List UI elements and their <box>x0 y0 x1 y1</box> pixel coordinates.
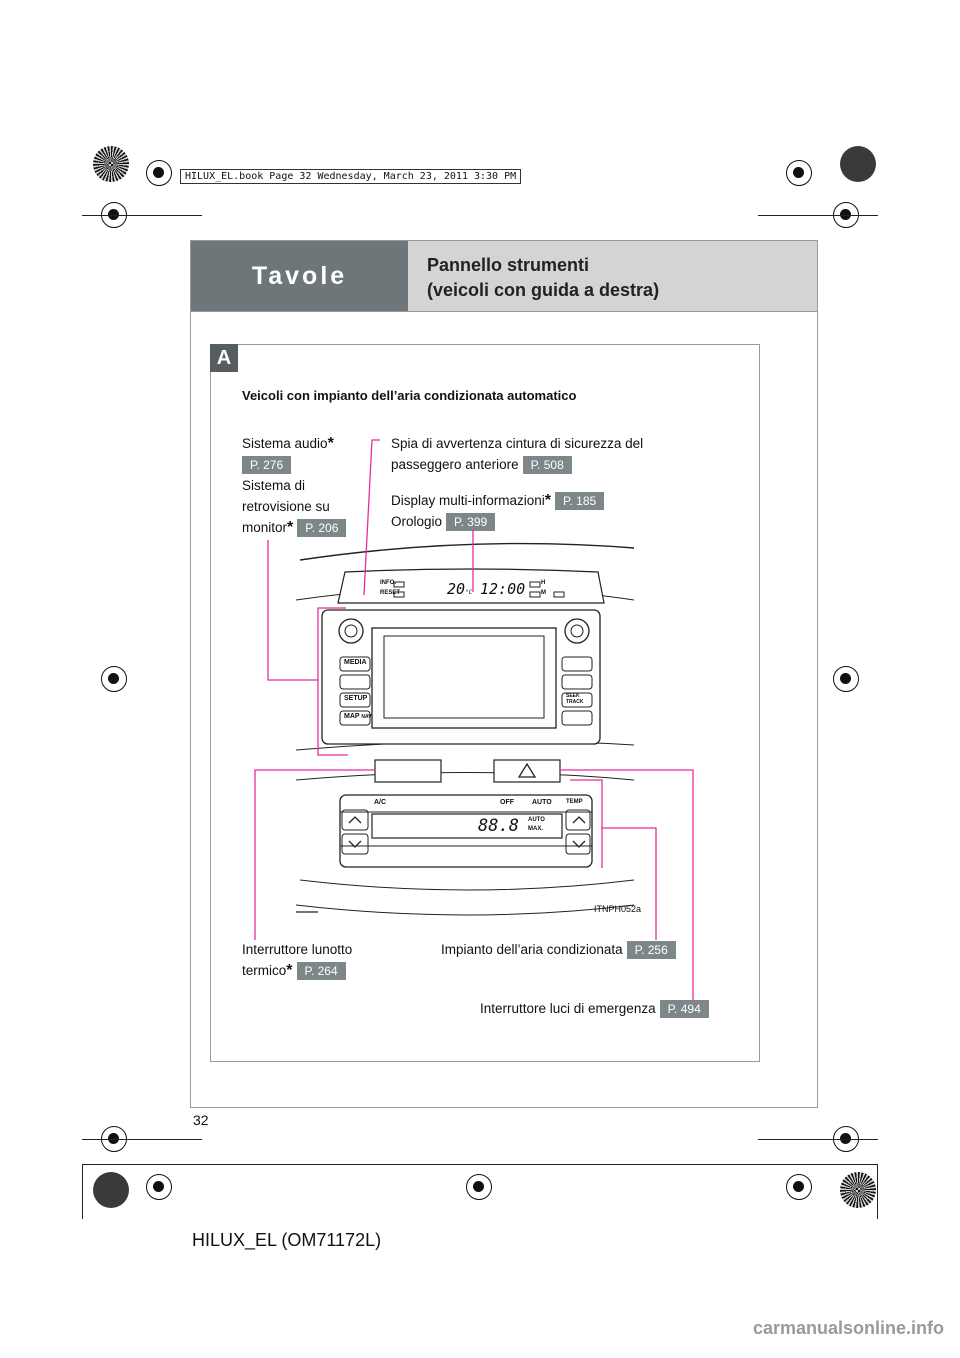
ac-button-label: A/C <box>374 799 387 806</box>
page-ref-badge[interactable]: P. 399 <box>446 513 496 532</box>
page-ref-badge[interactable]: P. 185 <box>555 492 605 511</box>
page-title-line1: Pannello strumenti <box>427 255 590 275</box>
display-temp-unit: °C <box>465 589 473 596</box>
map-label: MAP <box>344 713 360 720</box>
callout-defogger-line2: termico*P. 264 <box>242 961 346 981</box>
fan-off-button-label: OFF <box>500 799 514 806</box>
callout-multi-info-text: Display multi-informazioni <box>391 493 545 508</box>
callout-monitor-line2: retrovisione su <box>242 499 330 514</box>
print-registration-mark <box>840 146 876 182</box>
print-registration-mark <box>840 1172 876 1208</box>
content-frame <box>190 312 818 1108</box>
crop-line <box>758 215 878 216</box>
page-ref-badge[interactable]: P. 256 <box>626 941 676 960</box>
page-header: Tavole Pannello strumenti (veicoli con g… <box>190 240 818 312</box>
crosshair-mark <box>466 1174 492 1200</box>
page-title-line2: (veicoli con guida a destra) <box>427 280 660 300</box>
asterisk: * <box>544 492 552 509</box>
page-ref-badge[interactable]: P. 508 <box>522 456 572 475</box>
section-box <box>210 344 760 1062</box>
page-title: Pannello strumenti (veicoli con guida a … <box>427 253 659 303</box>
callout-defogger-text: termico <box>242 963 287 978</box>
crop-line <box>82 1164 83 1219</box>
page-number: 32 <box>193 1112 209 1128</box>
reset-button-label: RESET <box>380 590 401 596</box>
seek-track-button-label: SEEK TRACK <box>566 693 584 705</box>
crosshair-mark <box>146 1174 172 1200</box>
asterisk: * <box>286 962 293 979</box>
asterisk: * <box>287 519 294 536</box>
crosshair-mark <box>146 160 172 186</box>
crop-line <box>758 1139 878 1140</box>
callout-multi-info: Display multi-informazioni*P. 185 <box>391 491 605 511</box>
display-clock: 12:00 <box>480 580 526 598</box>
section-badge: A <box>210 344 238 372</box>
print-registration-mark <box>93 1172 129 1208</box>
ac-display-value: 88.8 <box>478 816 519 836</box>
page-ref-badge[interactable]: P. 276 <box>242 456 292 475</box>
info-button-label: INFO. <box>380 580 396 586</box>
watermark: carmanualsonline.info <box>752 1318 944 1338</box>
print-registration-mark <box>93 146 129 182</box>
book-info-stamp: HILUX_EL.book Page 32 Wednesday, March 2… <box>180 169 522 184</box>
map-nav-button-label: MAP NAV <box>344 713 372 720</box>
callout-aircon-text: Impianto dell’aria condizionata <box>441 942 623 957</box>
display-temp-value: 20 <box>447 580 466 598</box>
temp-button-label: TEMP <box>566 799 583 805</box>
asterisk: * <box>327 435 334 452</box>
crosshair-mark <box>101 666 127 692</box>
ref-audio: P. 276 <box>242 455 292 475</box>
page-ref-badge[interactable]: P. 264 <box>296 962 346 981</box>
ac-display-auto: AUTO <box>528 817 545 823</box>
media-button-label: MEDIA <box>344 659 367 666</box>
callout-seatbelt-line1: Spia di avvertenza cintura di sicurezza … <box>391 436 644 451</box>
crosshair-mark <box>786 1174 812 1200</box>
hour-button-label: H <box>541 580 546 586</box>
callout-audio-text: Sistema audio <box>242 436 328 451</box>
callout-hazard-text: Interruttore luci di emergenza <box>480 1001 656 1016</box>
crop-line <box>82 1139 202 1140</box>
minute-button-label: M <box>541 590 546 596</box>
crop-line <box>877 1164 878 1219</box>
ac-display-max: MAX. <box>528 826 543 832</box>
callout-clock-text: Orologio <box>391 514 443 529</box>
crop-line <box>82 215 202 216</box>
crosshair-mark <box>786 160 812 186</box>
crop-line <box>82 1164 878 1165</box>
page-ref-badge[interactable]: P. 494 <box>659 1000 709 1019</box>
auto-button-label: AUTO <box>532 799 552 806</box>
section-subheading: Veicoli con impianto dell’aria condizion… <box>242 388 577 403</box>
callout-monitor-line1: Sistema di <box>242 478 306 493</box>
crosshair-mark <box>833 666 859 692</box>
nav-label: NAV <box>361 714 372 720</box>
manual-code: HILUX_EL (OM71172L) <box>192 1230 382 1250</box>
display-temperature: 20°C <box>447 580 472 598</box>
page-ref-badge[interactable]: P. 206 <box>297 519 347 538</box>
callout-monitor-line3: monitor*P. 206 <box>242 518 347 538</box>
callout-monitor-text: monitor <box>242 520 288 535</box>
callout-defogger-line1: Interruttore lunotto <box>242 942 353 957</box>
section-label: Tavole <box>191 241 408 311</box>
illustration-code: ITNPH052a <box>594 904 642 914</box>
callout-seatbelt-text: passeggero anteriore <box>391 457 519 472</box>
setup-button-label: SETUP <box>344 695 368 702</box>
callout-audio: Sistema audio* <box>242 434 334 454</box>
